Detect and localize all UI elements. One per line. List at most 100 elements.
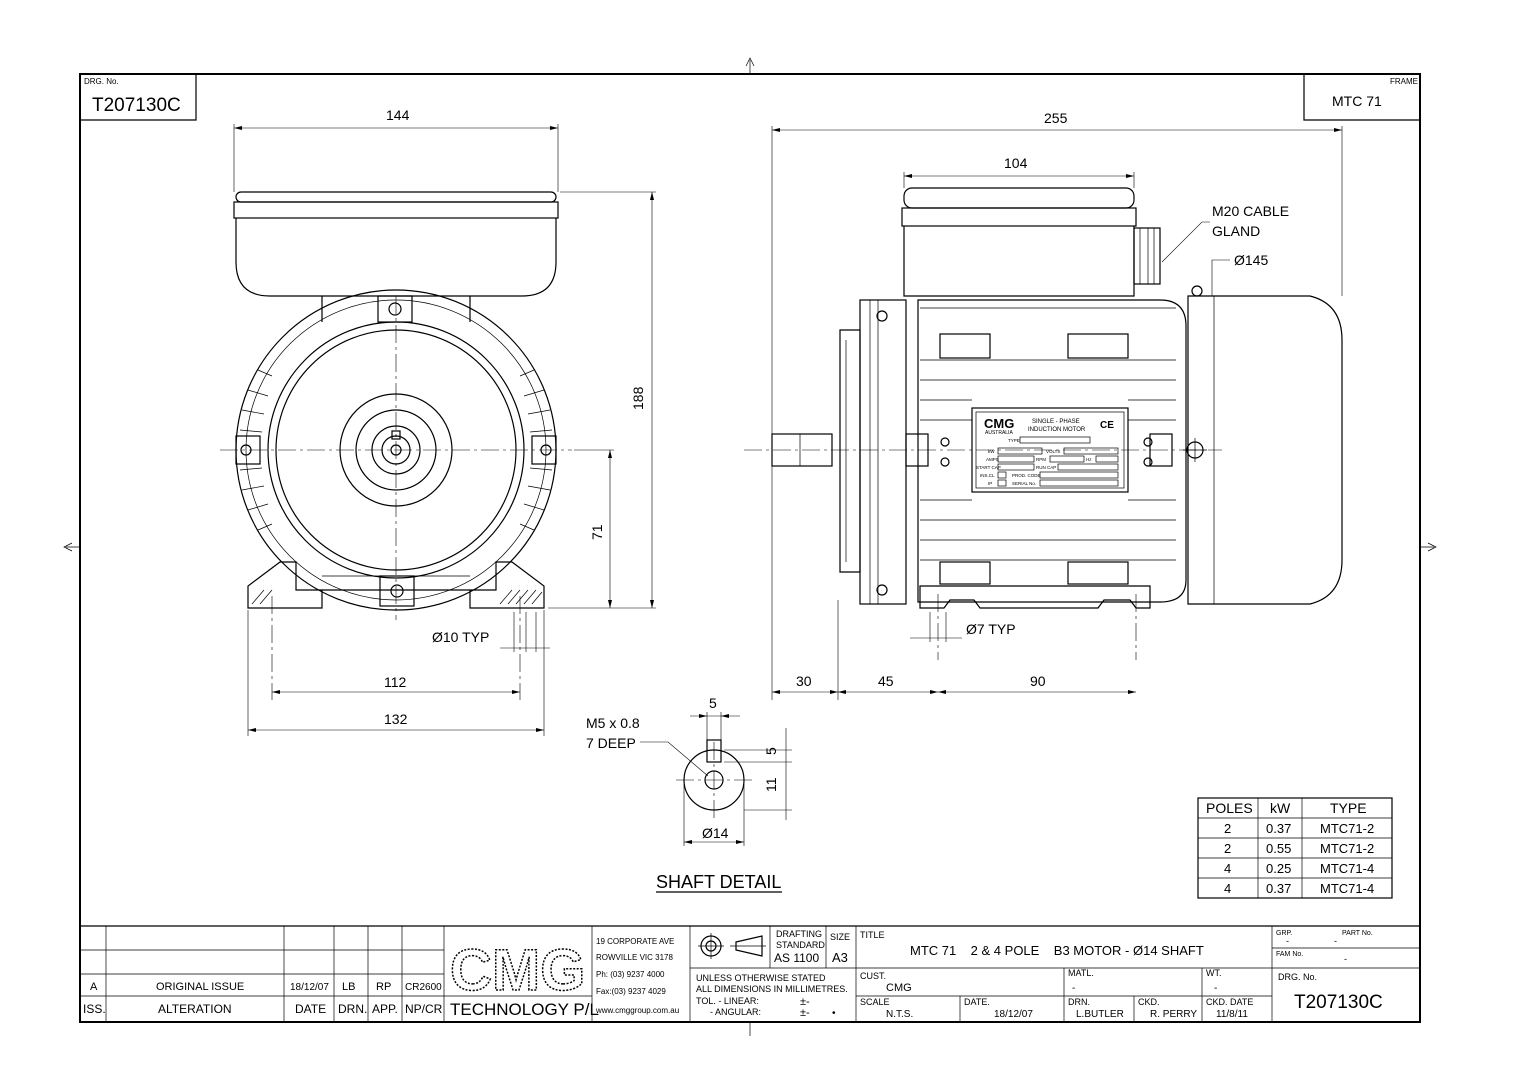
dim-132: 132 [384,711,408,727]
shaft-dim-11: 11 [763,777,779,792]
company-phone: Ph: (03) 9237 4000 [596,970,665,979]
drawing-title: MTC 71 2 & 4 POLE B3 MOTOR - Ø14 SHAFT [910,943,1204,958]
kw-cell: 0.37 [1266,881,1291,896]
company-logo: CMG [450,938,585,1003]
header-app: APP. [372,1002,398,1016]
unless-line2: ALL DIMENSIONS IN MILLIMETRES. [696,984,848,994]
cust-value: CMG [886,982,912,994]
dim-hole-side: Ø7 TYP [966,621,1016,637]
front-view [220,191,572,700]
nameplate-serial: SERIAL No. [1012,481,1036,486]
std-line2: STANDARD [776,940,825,950]
side-fins [920,359,1176,561]
matl-label: MATL. [1068,968,1094,978]
dim-255: 255 [1044,110,1068,126]
cooling-fins [239,369,553,531]
dim-71: 71 [589,524,605,540]
dim-90: 90 [1030,673,1046,689]
nameplate-rpm: RPM [1036,457,1046,462]
drn-value: L.BUTLER [1076,1009,1124,1020]
tol-linear-value: ±- [800,996,810,1008]
nameplate-brand-sub: AUSTRALIA [985,430,1013,436]
unless-line1: UNLESS OTHERWISE STATED [696,973,826,983]
cust-label: CUST. [860,971,886,981]
nameplate-line1: SINGLE - PHASE [1032,419,1080,425]
dim-30: 30 [796,673,812,689]
scale-label: SCALE [860,997,890,1007]
dim-112: 112 [384,674,407,690]
shaft-detail-title: SHAFT DETAIL [656,872,781,892]
shaft-detail: 5 5 11 Ø14 M5 x 0.8 7 DEEP SHAFT DETAIL [586,695,792,893]
shaft-thread-line1: M5 x 0.8 [586,715,640,731]
header-npcr: NP/CR [405,1002,443,1016]
company-addr2: ROWVILLE VIC 3178 [596,953,673,962]
nameplate-hz: Hz [1086,457,1092,462]
matl-value: - [1072,983,1075,994]
nameplate-prod-code: PROD. CODE [1012,473,1041,478]
type-cell: MTC71-4 [1320,861,1374,876]
front-view-dimensions: 144 188 71 Ø10 TYP 112 132 [233,107,656,736]
drg-no-label: DRG. No. [84,77,119,86]
dim-144: 144 [386,107,410,123]
dim-188: 188 [630,386,646,410]
size-label: SIZE [830,932,850,942]
rev-letter: A [90,981,98,993]
nameplate-volts: VOLTS [1046,449,1060,454]
frame-box: FRAME MTC 71 [1303,74,1420,121]
poles-header-kw: kW [1270,800,1291,816]
shaft-dim-5-side: 5 [763,747,779,755]
poles-cell: 2 [1224,821,1231,836]
header-date: DATE [295,1002,326,1016]
tol-angular-value: ±- [800,1007,810,1019]
nameplate-type: TYPE [1008,438,1020,443]
kw-cell: 0.37 [1266,821,1291,836]
projection-symbol-icon [698,933,766,959]
dim-hole-front: Ø10 TYP [432,629,489,645]
type-cell: MTC71-2 [1320,841,1374,856]
std-line1: DRAFTING [776,929,822,939]
ckd-label: CKD. [1138,997,1160,1007]
gland-line2: GLAND [1212,223,1260,239]
nameplate-ce: CE [1100,420,1114,431]
tol-linear: TOL. - LINEAR: [696,996,759,1006]
nameplate-run-cap: RUN CAP [1036,465,1056,470]
std-line3: AS 1100 [774,951,819,965]
header-alteration: ALTERATION [158,1002,232,1016]
nameplate-amps: AMPS [986,457,999,462]
fam-value: - [1344,954,1347,964]
nameplate: CMG AUSTRALIA SINGLE - PHASE INDUCTION M… [971,407,1129,493]
foot-hatching [251,589,543,605]
poles-cell: 4 [1224,881,1231,896]
scale-value: N.T.S. [886,1009,913,1020]
header-iss: ISS. [83,1002,106,1016]
rev-text: ORIGINAL ISSUE [156,981,244,993]
part-value: - [1334,936,1337,946]
dim-145: Ø145 [1234,252,1268,268]
type-cell: MTC71-2 [1320,821,1374,836]
wt-label: WT. [1206,968,1222,978]
drg-no-value: T207130C [92,95,181,116]
nameplate-kw: kW [988,449,995,454]
company-web: www.cmggroup.com.au [595,1006,679,1015]
side-view [744,187,1343,660]
part-label: PART No. [1342,930,1373,937]
nameplate-start-cap: START CAP [976,465,1001,470]
frame-label: FRAME [1390,77,1418,86]
grp-value: - [1286,936,1289,946]
wt-value: - [1214,983,1217,994]
company-name: TECHNOLOGY P/L [450,1000,599,1019]
frame-value: MTC 71 [1332,93,1382,109]
ckd-date-value: 11/8/11 [1216,1009,1248,1020]
poles-table: POLES kW TYPE 2 0.37 MTC71-2 2 0.55 MTC7… [1197,797,1393,899]
drg-label-bottom: DRG. No. [1278,972,1317,982]
drg-no-box: DRG. No. T207130C [80,74,197,121]
tol-dot: • [832,1008,836,1019]
nameplate-ip: IP [988,481,992,486]
side-view-dimensions: 255 104 M20 CABLE GLAND Ø145 Ø7 TYP 30 4… [771,110,1343,700]
shaft-dim-5-top: 5 [709,695,717,711]
drn-label: DRN. [1068,997,1090,1007]
grp-label: GRP. [1276,930,1292,937]
gland-line1: M20 CABLE [1212,203,1289,219]
kw-cell: 0.55 [1266,841,1291,856]
